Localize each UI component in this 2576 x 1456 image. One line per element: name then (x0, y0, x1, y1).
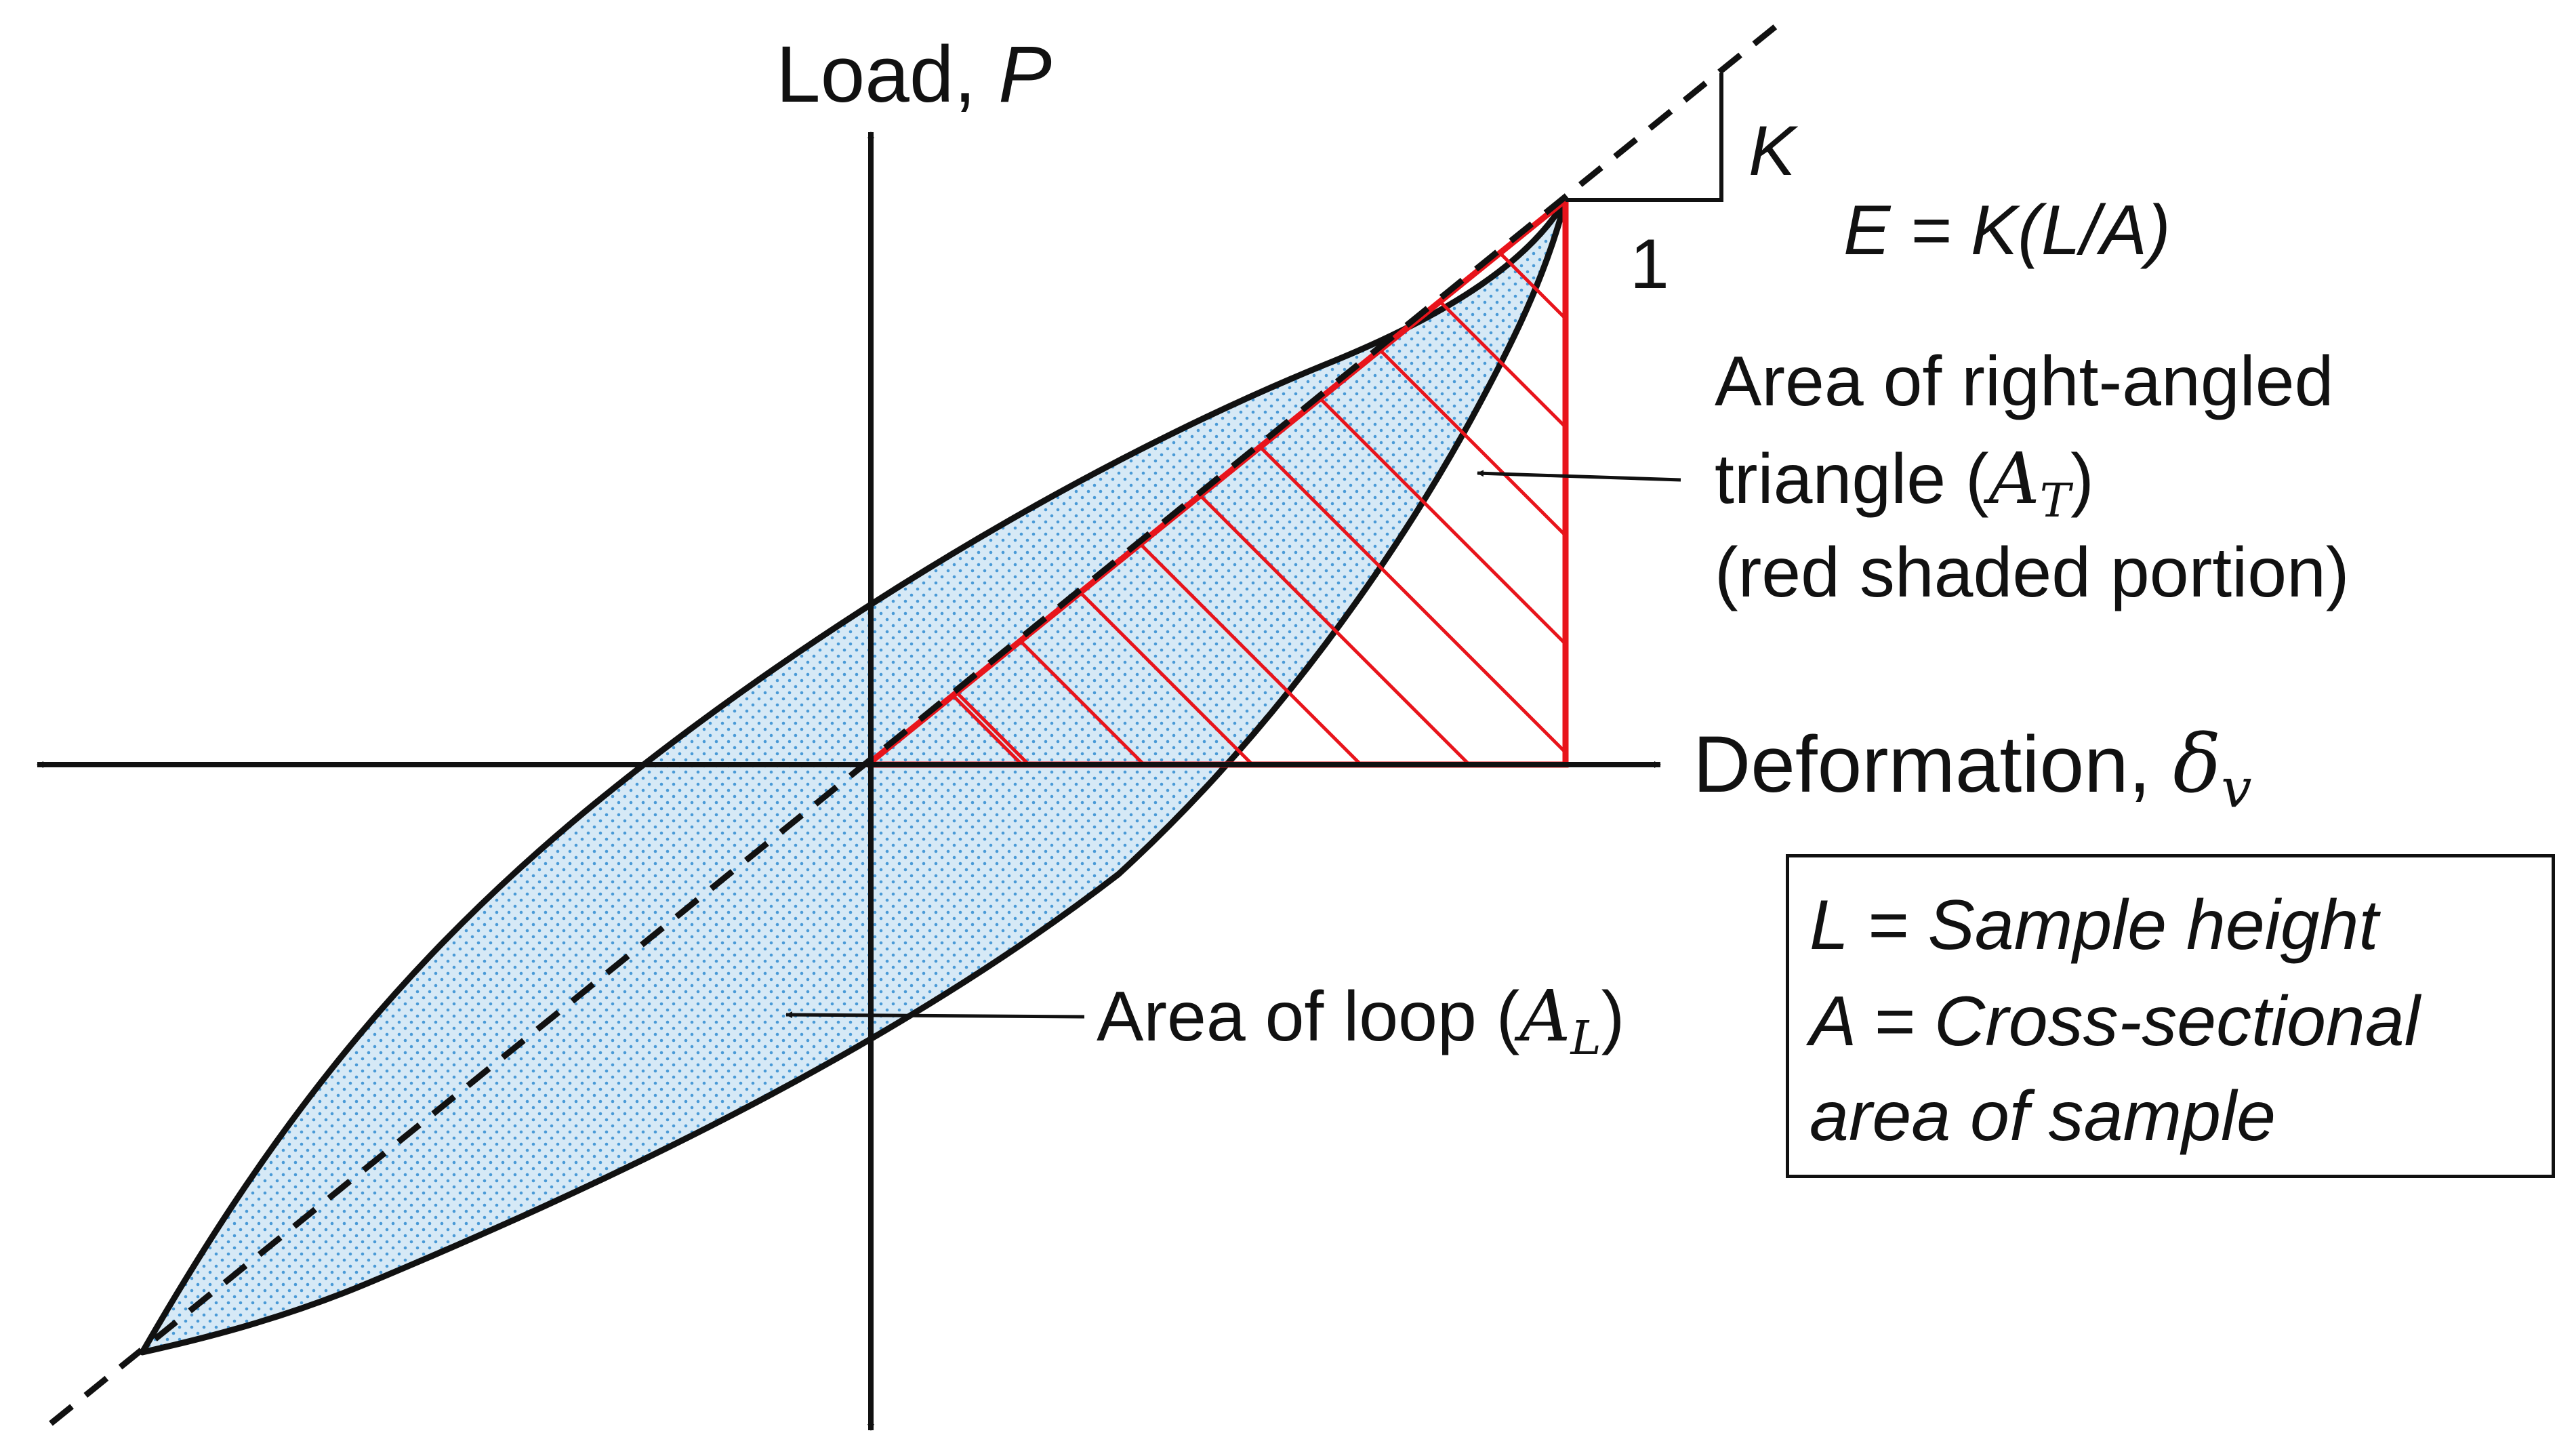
slope-k-label: K (1749, 112, 1799, 190)
legend-box: L = Sample height A = Cross-sectional ar… (1786, 854, 2555, 1178)
legend-line-sample-height: L = Sample height (1810, 886, 2379, 965)
loop-annotation: Area of loop (AL) (1097, 975, 1624, 1066)
loop-pointer-arrow (785, 1011, 1085, 1019)
svg-text:(red shaded portion): (red shaded portion) (1715, 533, 2350, 612)
y-axis-label: Load, P (776, 30, 1052, 119)
secant-line (49, 21, 1781, 1426)
legend-line-cross-section: A = Cross-sectional (1810, 982, 2420, 1061)
modulus-formula: E = K(L/A) (1843, 191, 2171, 270)
svg-text:triangle (AT): triangle (AT) (1715, 437, 2094, 528)
slope-indicator (1566, 73, 1723, 202)
svg-text:Area of right-angled: Area of right-angled (1715, 342, 2333, 421)
x-axis-label: Deformation, δv (1693, 717, 2252, 820)
triangle-pointer-arrow (1477, 470, 1681, 482)
slope-run-label: 1 (1630, 225, 1669, 304)
legend-line-area: area of sample (1810, 1077, 2276, 1156)
triangle-annotation: Area of right-angled triangle (AT) (red … (1715, 342, 2350, 612)
